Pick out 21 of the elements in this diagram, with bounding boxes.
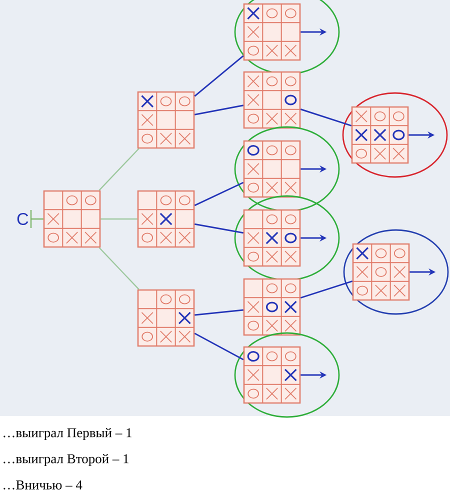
board-drawing xyxy=(243,3,301,61)
result-line: …выиграл Второй – 1 xyxy=(4,454,128,466)
outcome-loop xyxy=(342,92,448,178)
board-drawing xyxy=(351,106,409,164)
result-line: …Вничью – 4 xyxy=(4,480,82,490)
board-drawing xyxy=(243,209,301,267)
result-line: …выиграл Первый – 1 xyxy=(4,428,132,440)
board-drawing xyxy=(43,190,101,248)
start-label: C xyxy=(17,212,28,226)
board-drawing xyxy=(352,243,410,301)
outcome-loop xyxy=(343,229,449,315)
outcome-loop xyxy=(234,126,340,212)
board-drawing xyxy=(243,278,301,336)
board-drawing xyxy=(137,91,195,149)
board-drawing xyxy=(137,190,195,248)
outcome-loop xyxy=(234,195,340,281)
board-drawing xyxy=(137,289,195,347)
board-drawing xyxy=(243,346,301,404)
board-drawing xyxy=(243,71,301,129)
outcome-loop xyxy=(234,332,340,418)
board-drawing xyxy=(243,140,301,198)
